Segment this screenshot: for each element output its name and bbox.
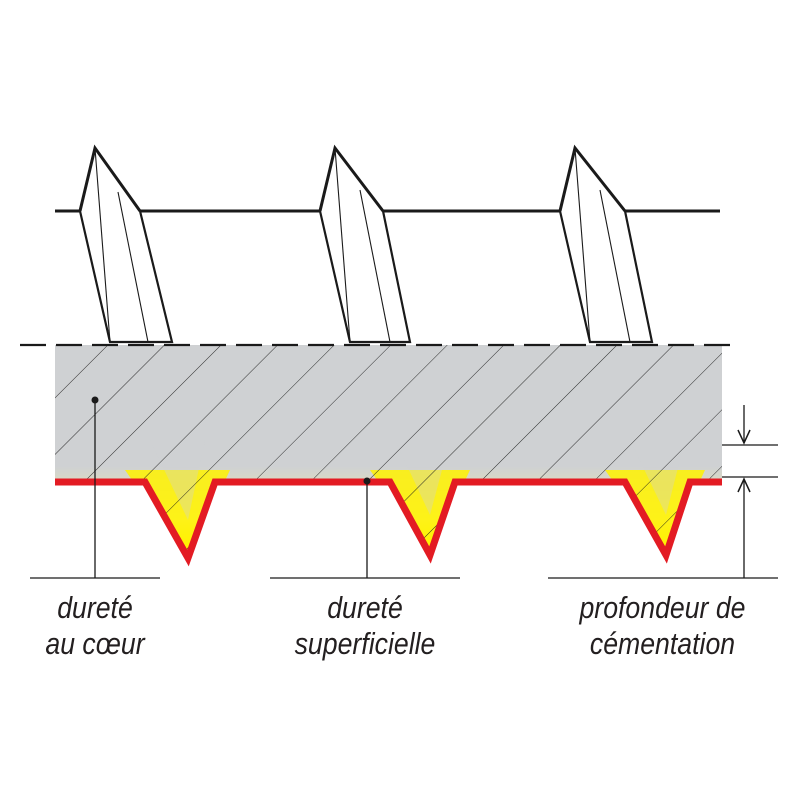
case-depth-label: profondeur de cémentation <box>557 590 768 662</box>
case-depth-line-1: profondeur de <box>579 590 746 625</box>
surface-hardness-line-1: dureté <box>327 590 403 625</box>
indenter-2 <box>318 144 412 344</box>
case-depth-dimension <box>548 405 778 579</box>
indenter-1 <box>78 144 174 344</box>
surface-hardness-leader <box>270 477 460 579</box>
indenter-row <box>55 144 720 344</box>
surface-line <box>55 478 722 567</box>
core-hardness-label: dureté au cœur <box>18 590 173 662</box>
core-hardness-line-2: au cœur <box>45 626 145 661</box>
surface-hardness-line-2: superficielle <box>294 626 436 661</box>
core-hardness-leader <box>30 396 160 579</box>
indenter-3 <box>558 144 654 344</box>
core-hardness-line-1: dureté <box>57 590 133 625</box>
surface-hardness-label: dureté superficielle <box>279 590 451 662</box>
case-depth-line-2: cémentation <box>589 626 736 661</box>
workpiece-section <box>20 343 740 558</box>
